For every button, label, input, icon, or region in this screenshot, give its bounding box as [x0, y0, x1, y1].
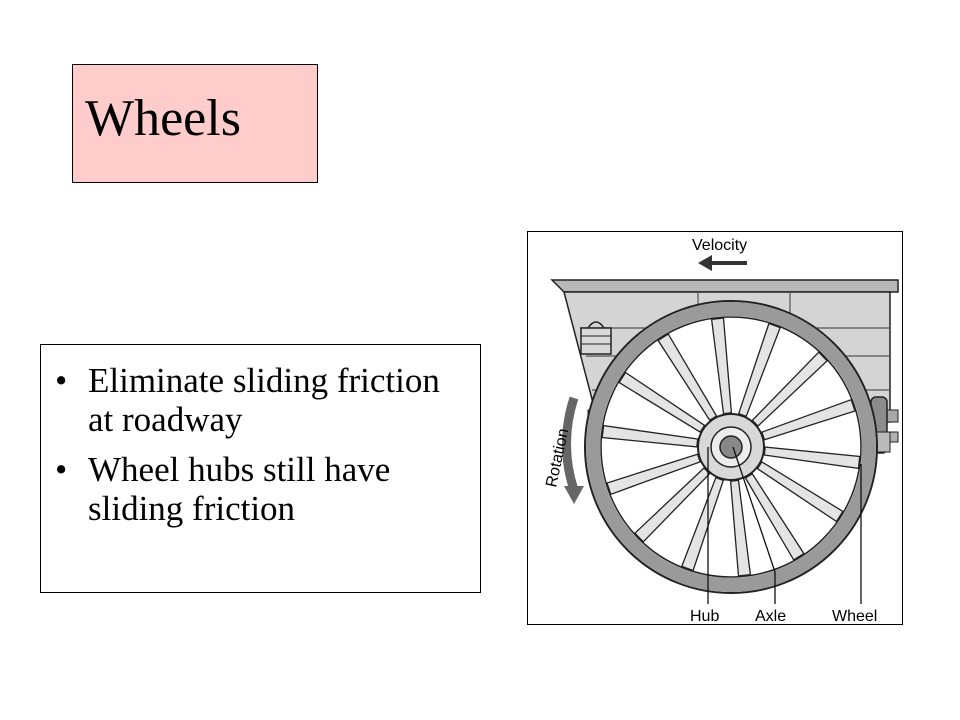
wheel-spoke	[618, 371, 706, 433]
wheel-spoke	[710, 317, 733, 415]
velocity-arrow	[698, 255, 747, 271]
slide-title: Wheels	[85, 90, 241, 147]
bullet-glyph: •	[55, 450, 68, 489]
slide-title-box: Wheels	[72, 64, 318, 183]
wheel-spoke	[744, 472, 805, 561]
wheel-spoke	[606, 453, 701, 496]
axle-label: Axle	[755, 608, 786, 624]
wheel-spoke	[763, 446, 861, 470]
bullet-item-sliding-friction-roadway: • Eliminate sliding friction at roadway	[41, 361, 470, 439]
wheel-spoke	[657, 333, 718, 422]
wheel-spoke	[737, 322, 782, 418]
bullet-text: Wheel hubs still have sliding friction	[88, 450, 391, 528]
wheel-label: Wheel	[832, 608, 877, 624]
rotation-arrow	[562, 396, 584, 504]
bullet-item-hub-sliding-friction: • Wheel hubs still have sliding friction	[41, 450, 470, 528]
bucket-icon	[580, 321, 612, 355]
bullet-list: • Eliminate sliding friction at roadway …	[41, 345, 480, 528]
wagon-wheel-diagram: Velocity Rota	[543, 237, 899, 624]
wheel	[584, 300, 878, 594]
wheel-spokes	[601, 317, 861, 577]
wheel-spoke	[756, 461, 844, 523]
callout-lines	[707, 446, 862, 604]
wheel-spoke	[761, 398, 856, 441]
velocity-label: Velocity	[692, 237, 747, 254]
bullet-text-box: • Eliminate sliding friction at roadway …	[40, 344, 481, 593]
wheel-spoke	[601, 424, 699, 448]
axle	[719, 435, 743, 459]
wheel-spoke	[680, 476, 725, 572]
hub-label: Hub	[690, 608, 719, 624]
wagon-wheel-figure: Velocity Rota	[527, 231, 903, 625]
wheel-spoke	[729, 479, 752, 577]
wheel-spoke	[751, 351, 829, 427]
bullet-glyph: •	[55, 361, 68, 400]
bullet-text: Eliminate sliding friction at roadway	[88, 361, 440, 439]
